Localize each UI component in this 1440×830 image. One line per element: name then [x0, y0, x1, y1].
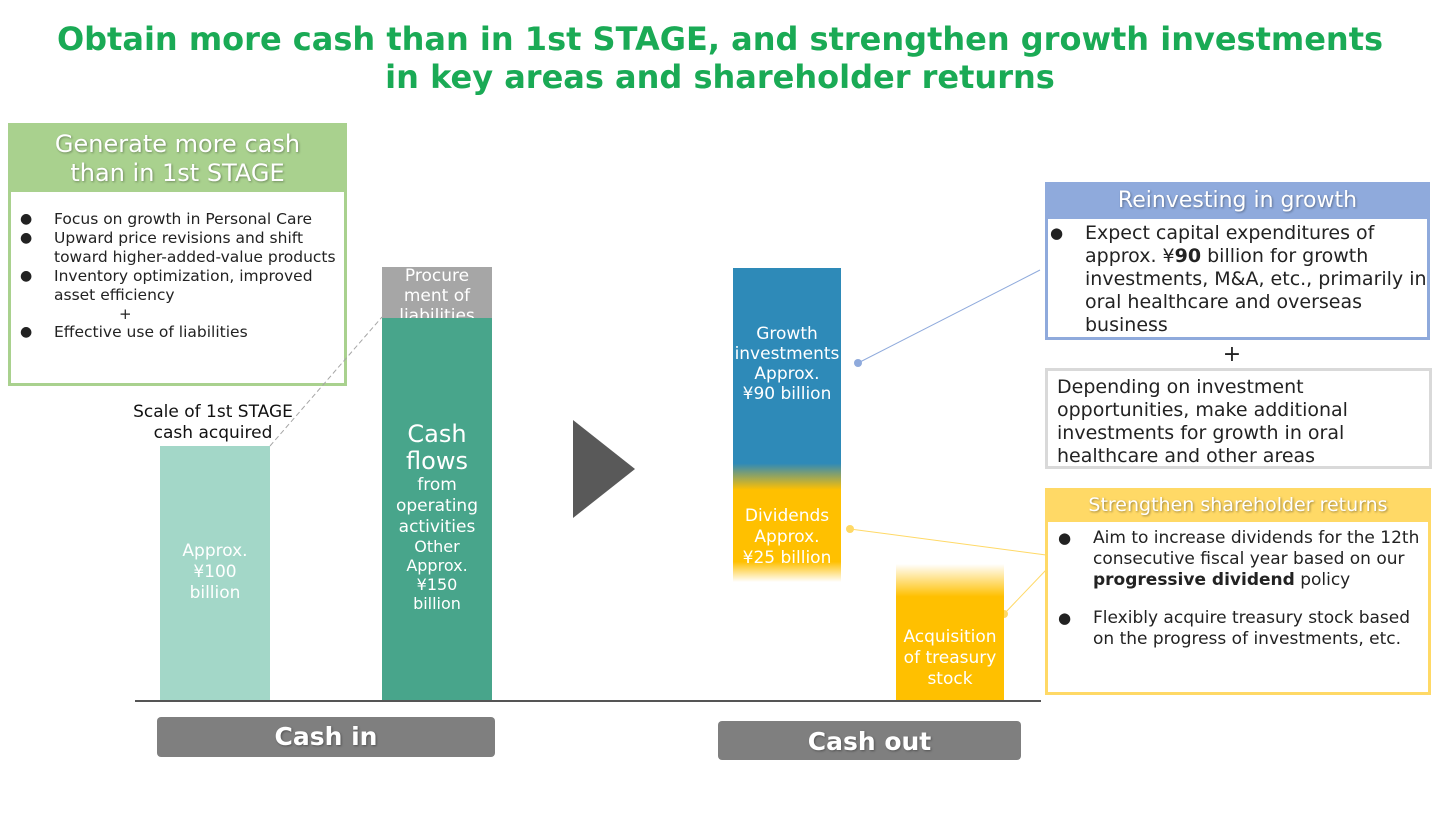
returns-item2: Flexibly acquire treasury stock based on… [1093, 608, 1411, 649]
growth-connector-dot [854, 359, 862, 367]
bullet-icon: ● [20, 211, 33, 227]
scale-label-line1: Scale of 1st STAGE [133, 402, 293, 422]
returns-item1-post: policy [1294, 570, 1351, 590]
list-item: ● Upward price revisions and shift towar… [20, 229, 345, 267]
list-item-text: Upward price revisions and shift toward … [54, 229, 336, 266]
bar-label-line: ¥90 billion [742, 384, 832, 404]
bar-label-line: Procure [404, 266, 470, 286]
treasury-connector-line [1003, 569, 1047, 615]
generate-cash-heading: Generate more cash than in 1st STAGE [8, 123, 347, 192]
additional-investment-text: Depending on investment opportunities, m… [1057, 376, 1348, 467]
plus-sign: + [119, 305, 132, 323]
procurement-bar [382, 267, 492, 318]
page-title: Obtain more cash than in 1st STAGE, and … [0, 20, 1440, 96]
bar-label-line: ment of [403, 286, 471, 306]
growth-connector-line [857, 269, 1041, 364]
bar-label-line: Approx. [754, 527, 820, 547]
bullet-icon: ● [20, 230, 33, 246]
generate-cash-heading-line2: than in 1st STAGE [70, 159, 285, 187]
list-item-text: Effective use of liabilities [54, 323, 248, 341]
reinvest-text-post: billion for growth investments, M&A, etc… [1085, 245, 1427, 336]
bar-label-line: Cash [407, 420, 467, 448]
list-item: ● Effective use of liabilities [20, 323, 345, 342]
procurement-bar-label: Procure ment of liabilities [382, 266, 492, 326]
bar-label-line: operating [395, 496, 478, 516]
bar-label-line: from [417, 475, 457, 495]
shareholder-returns-box [1045, 488, 1431, 695]
list-item: ● Expect capital expenditures of approx.… [1050, 222, 1428, 337]
bar-label-line: billion [413, 594, 461, 613]
cash-flows-bar-label: Cash flows from operating activities Oth… [382, 420, 492, 614]
treasury-stock-bar-label: Acquisition of treasury stock [893, 627, 1007, 690]
first-stage-bar [160, 446, 270, 700]
page-title-line1: Obtain more cash than in 1st STAGE, and … [56, 20, 1384, 58]
cash-in-label: Cash in [157, 717, 495, 757]
bar-label-line: of treasury [903, 648, 997, 668]
cash-out-label: Cash out [718, 721, 1021, 760]
list-item: ● Inventory optimization, improved asset… [20, 267, 345, 305]
list-item: ● Aim to increase dividends for the 12th… [1058, 528, 1428, 591]
bar-label-line: Approx. [754, 364, 820, 384]
bar-label-line: Approx. [182, 541, 248, 561]
list-item-text: Focus on growth in Personal Care [54, 210, 313, 228]
shareholder-returns-list: ● Aim to increase dividends for the 12th… [1058, 528, 1428, 650]
treasury-stock-bar [896, 564, 1004, 700]
additional-investment-box: Depending on investment opportunities, m… [1045, 368, 1432, 469]
bar-label-line: Acquisition [903, 627, 997, 647]
bullet-icon: ● [20, 324, 33, 340]
generate-cash-heading-line1: Generate more cash [54, 130, 301, 158]
dividend-connector-dot [846, 525, 854, 533]
shareholder-returns-heading: Strengthen shareholder returns [1045, 488, 1431, 522]
first-stage-bar-label: Approx. ¥100 billion [160, 541, 270, 604]
generate-cash-list: ● Focus on growth in Personal Care ● Upw… [20, 210, 345, 342]
returns-item1-pre: Aim to increase dividends for the 12th c… [1093, 528, 1420, 569]
reinvest-text-bold: 90 [1174, 245, 1202, 267]
plus-sign: + [1222, 342, 1242, 367]
bar-label-line: Other [414, 537, 460, 556]
bar-label-line: investments [734, 344, 840, 364]
bar-label-line: ¥25 billion [742, 548, 832, 568]
scale-label-line2: cash acquired [153, 423, 273, 443]
bar-label-line: Approx. [406, 556, 468, 575]
bar-label-line: ¥150 [416, 575, 458, 594]
bar-label-line: ¥100 [193, 562, 237, 582]
scale-label: Scale of 1st STAGE cash acquired [102, 402, 324, 444]
bar-label-line: billion [189, 583, 241, 603]
returns-item1-bold: progressive dividend [1093, 570, 1295, 590]
page-title-line2: in key areas and shareholder returns [385, 58, 1055, 96]
play-arrow-icon [573, 420, 635, 518]
dividends-bar-label: Dividends Approx. ¥25 billion [728, 506, 846, 569]
reinvest-text: ● Expect capital expenditures of approx.… [1050, 222, 1428, 337]
bar-label-line: Dividends [744, 506, 830, 526]
dividends-bar [733, 490, 841, 582]
bar-label-line: flows [406, 447, 468, 475]
growth-investments-bar [733, 268, 841, 490]
chart-baseline [135, 700, 1041, 702]
list-item: ● Focus on growth in Personal Care [20, 210, 345, 229]
bar-label-line: stock [927, 669, 973, 689]
list-item-text: Inventory optimization, improved asset e… [54, 267, 313, 304]
bar-label-line: Growth [756, 324, 818, 344]
reinvest-heading: Reinvesting in growth [1045, 182, 1430, 219]
cash-flows-bar [382, 318, 492, 700]
dividend-connector-line [849, 528, 1047, 556]
bullet-icon: ● [1050, 224, 1064, 242]
bar-label-line: activities [398, 517, 476, 537]
bullet-icon: ● [1058, 529, 1072, 547]
growth-investments-bar-label: Growth investments Approx. ¥90 billion [728, 324, 846, 404]
list-item: ● Flexibly acquire treasury stock based … [1058, 608, 1428, 650]
reinvest-text-pre: Expect capital expenditures of approx. ¥ [1085, 222, 1375, 267]
scale-connector-line [269, 316, 383, 447]
bullet-icon: ● [1058, 609, 1072, 627]
bullet-icon: ● [20, 268, 33, 284]
spacer [1058, 591, 1428, 608]
